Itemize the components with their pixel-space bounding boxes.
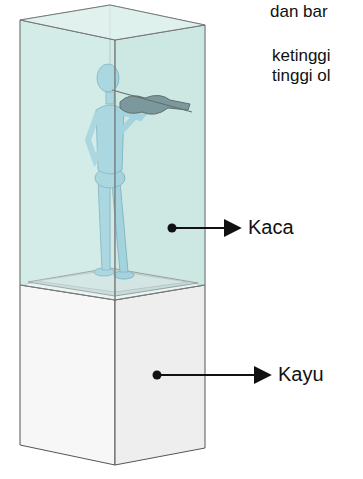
cut-off-text: dan bar xyxy=(270,2,360,22)
wood-front xyxy=(20,285,115,465)
leader-arrow xyxy=(157,374,270,376)
glass-side xyxy=(115,25,205,300)
part-label: Kayu xyxy=(278,362,358,386)
part-label: Kaca xyxy=(248,215,348,239)
cut-off-text: ketinggi tinggi ol xyxy=(272,46,352,87)
leader-arrow xyxy=(172,227,240,229)
glass-top xyxy=(20,5,205,40)
glass-front xyxy=(20,20,115,300)
